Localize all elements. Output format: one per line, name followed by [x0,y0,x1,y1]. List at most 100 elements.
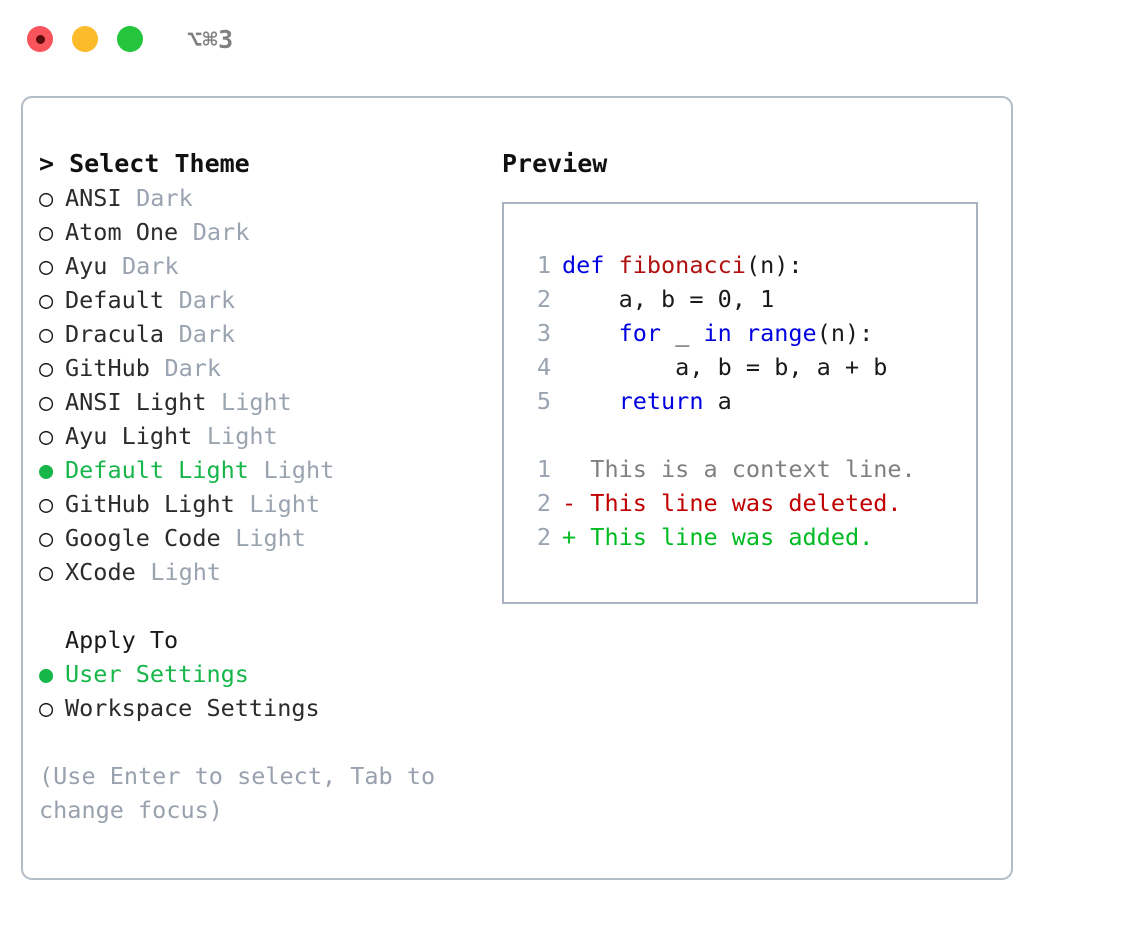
code-line: 2 a, b = 0, 1 [519,282,976,316]
theme-option-label: Atom One [65,218,179,246]
line-number: 2 [536,285,551,313]
code-line: 3 for _ in range(n): [519,316,976,350]
theme-option-variant: Light [249,490,321,518]
radio-unselected-icon: ○ [39,320,54,348]
diff-line-text: This is a context line. [562,455,916,483]
traffic-lights [27,26,143,52]
code-token: def [562,251,619,279]
theme-option-variant: Light [235,524,306,552]
code-token: a [703,387,732,415]
radio-unselected-icon: ○ [39,558,54,586]
apply-to-heading: Apply To [65,626,179,654]
code-line-text: def fibonacci(n): [562,248,803,282]
code-token: in [703,319,732,347]
radio-selected-icon: ● [39,660,54,688]
radio-unselected-icon: ○ [39,490,54,518]
minimize-button[interactable] [72,26,98,52]
code-token: range [745,319,817,347]
radio-unselected-icon: ○ [39,286,54,314]
code-token: for [618,319,662,347]
code-token [732,319,746,347]
theme-option-label: Ayu Light [65,422,193,450]
list-spacer [39,589,469,623]
theme-option-5[interactable]: ○ GitHub Dark [39,351,469,385]
code-line: 5 return a [519,384,976,418]
apply-to-option-0[interactable]: ● User Settings [39,657,469,691]
line-number: 1 [536,455,551,483]
theme-option-4[interactable]: ○ Dracula Dark [39,317,469,351]
code-token: (n): [745,251,803,279]
diff-line: 2+ This line was added. [519,520,976,554]
line-number: 4 [536,353,551,381]
radio-unselected-icon: ○ [39,252,54,280]
theme-option-label: ANSI [65,184,122,212]
theme-option-label: GitHub [65,354,150,382]
title-bar: ⌥⌘3 [0,0,1140,78]
code-token: a, b = 0, 1 [562,285,775,313]
theme-option-variant: Light [150,558,222,586]
theme-option-11[interactable]: ○ XCode Light [39,555,469,589]
code-token: a, b = b, a + b [562,353,888,381]
theme-option-1[interactable]: ○ Atom One Dark [39,215,469,249]
code-token [562,387,619,415]
diff-line: 1 This is a context line. [519,452,976,486]
theme-option-label: Default Light [65,456,249,484]
window-title: ⌥⌘3 [187,24,234,54]
radio-unselected-icon: ○ [39,218,54,246]
apply-to-option-label: User Settings [65,660,249,688]
theme-option-variant: Dark [164,354,222,382]
apply-to-option-label: Workspace Settings [65,694,320,722]
preview-heading: Preview [502,149,608,178]
theme-option-variant: Light [221,388,292,416]
diff-sample: 1 This is a context line.2- This line wa… [519,452,976,554]
line-number: 2 [536,523,551,551]
code-line-text: return a [562,384,732,418]
line-number: 2 [536,489,551,517]
theme-option-variant: Dark [192,218,250,246]
line-number: 3 [536,319,551,347]
diff-spacer [519,418,976,452]
select-theme-heading: > Select Theme [39,149,250,178]
code-line-text: a, b = b, a + b [562,350,887,384]
code-token [562,319,619,347]
maximize-button[interactable] [117,26,143,52]
theme-option-6[interactable]: ○ ANSI Light Light [39,385,469,419]
close-button[interactable] [27,26,53,52]
diff-line: 2- This line was deleted. [519,486,976,520]
theme-option-variant: Light [206,422,278,450]
theme-option-variant: Dark [122,252,179,280]
theme-option-label: ANSI Light [65,388,207,416]
theme-option-9[interactable]: ○ GitHub Light Light [39,487,469,521]
code-line: 4 a, b = b, a + b [519,350,976,384]
code-line-text: a, b = 0, 1 [562,282,775,316]
code-line-text: for _ in range(n): [562,316,874,350]
code-token: (n): [816,319,874,347]
radio-unselected-icon: ○ [39,422,54,450]
radio-unselected-icon: ○ [39,184,54,212]
apply-to-option-1[interactable]: ○Workspace Settings [39,691,469,725]
theme-option-7[interactable]: ○ Ayu Light Light [39,419,469,453]
radio-unselected-icon: ○ [39,354,54,382]
theme-option-variant: Dark [178,286,236,314]
theme-option-label: Dracula [65,320,165,348]
line-number: 5 [536,387,551,415]
theme-option-variant: Dark [178,320,236,348]
code-token: fibonacci [618,251,746,279]
keyboard-hint: (Use Enter to select, Tab to change focu… [39,762,436,824]
theme-option-label: XCode [65,558,136,586]
radio-unselected-icon: ○ [39,388,54,416]
theme-option-variant: Light [263,456,335,484]
theme-option-label: GitHub Light [65,490,235,518]
